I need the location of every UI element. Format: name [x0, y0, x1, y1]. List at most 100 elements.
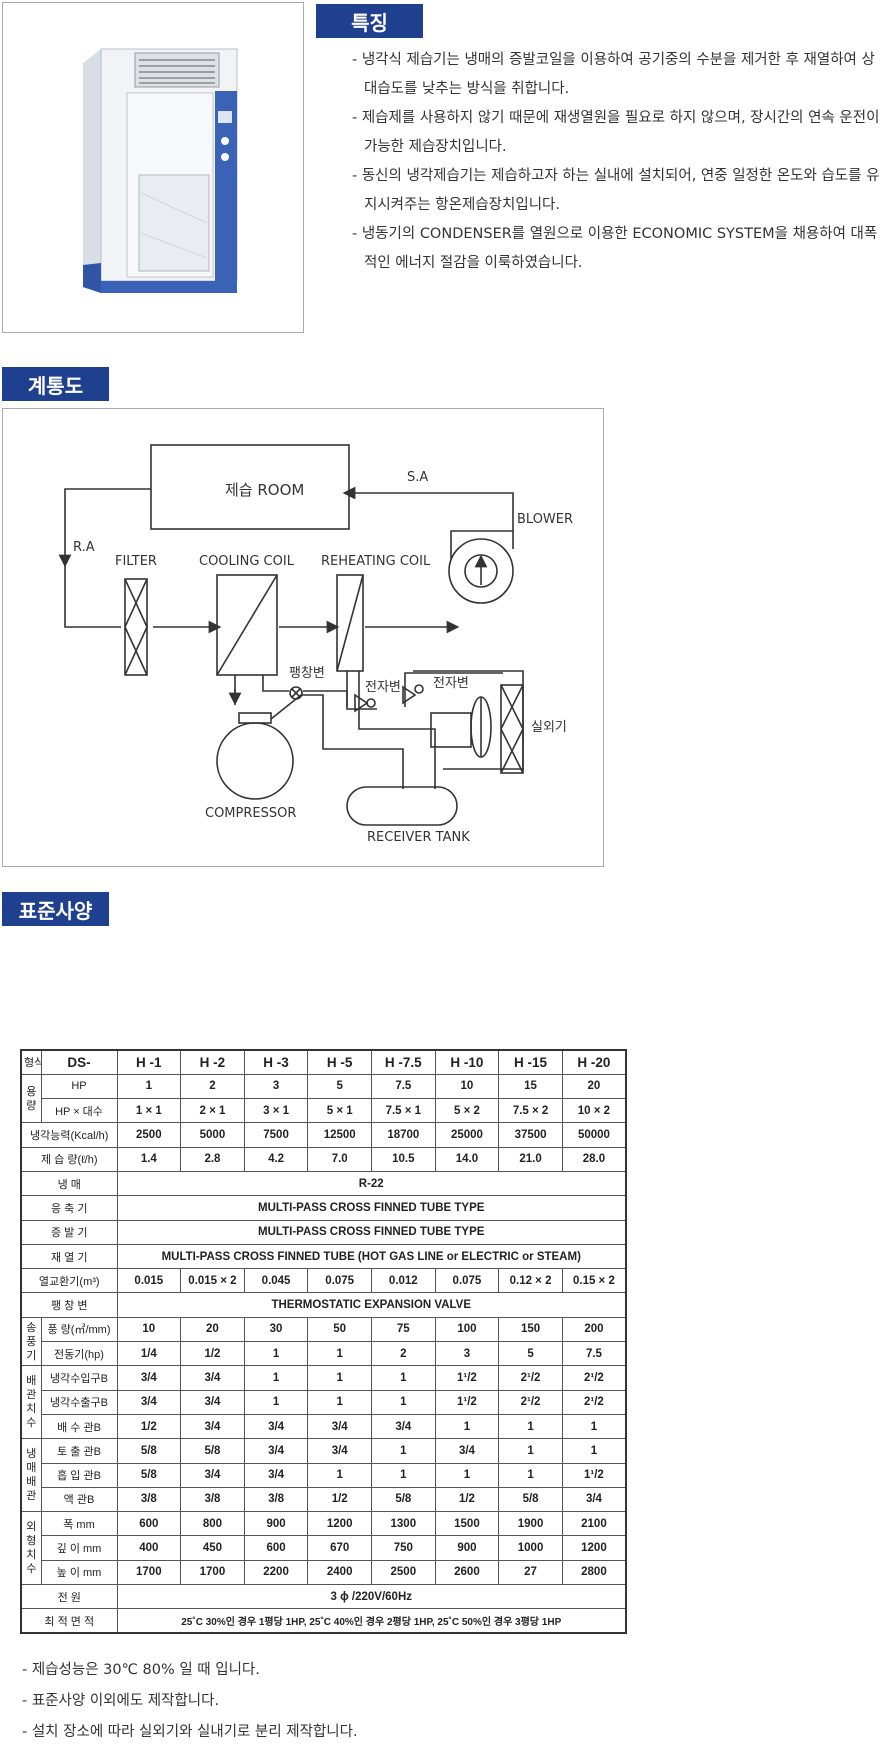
cell: 50000	[561, 1122, 627, 1148]
cell: 1	[307, 1462, 372, 1488]
table-row: 전 원 3 ϕ /220V/60Hz	[20, 1584, 627, 1610]
model-prefix: DS-	[40, 1049, 118, 1075]
cell: 3/4	[307, 1413, 372, 1440]
cell: 7.5 × 1	[371, 1098, 436, 1124]
cell: 25000	[434, 1122, 500, 1148]
cell: 3/4	[180, 1389, 245, 1415]
compressor-circle	[216, 722, 294, 800]
cell: 600	[116, 1511, 182, 1537]
cell: 2100	[561, 1511, 627, 1537]
cell: R-22	[116, 1170, 627, 1197]
cell: 7.5	[371, 1073, 436, 1100]
cell: 75	[371, 1316, 436, 1343]
cell: 3/4	[561, 1486, 627, 1513]
row-label: 냉 매	[20, 1170, 118, 1197]
type-label: 형식	[20, 1049, 42, 1075]
cell: 1 × 1	[116, 1098, 182, 1124]
note-item: 설치 장소에 따라 실외기와 실내기로 분리 제작합니다.	[22, 1717, 358, 1748]
model-col: H -3	[243, 1049, 309, 1075]
table-row: 냉 매 R-22	[20, 1170, 627, 1197]
row-label: 냉각수입구B	[40, 1365, 118, 1391]
feature-item: 동신의 냉각제습기는 제습하고자 하는 실내에 설치되어, 연중 일정한 온도와…	[352, 162, 882, 220]
cell: 37500	[498, 1122, 563, 1148]
cell: 1	[561, 1413, 627, 1440]
cell: 5 × 2	[434, 1098, 500, 1124]
label-receiver: RECEIVER TANK	[367, 830, 470, 845]
cell: 3/4	[116, 1389, 182, 1415]
row-label: 전동기(hp)	[40, 1341, 118, 1367]
row-label: 팽 창 변	[20, 1292, 118, 1318]
cell: 3/4	[180, 1462, 245, 1488]
cell: 1	[243, 1365, 309, 1391]
cell: 1	[307, 1341, 372, 1367]
cell: 900	[243, 1511, 309, 1537]
cell: 5/8	[498, 1486, 563, 1513]
label-solenoid-2: 전자변	[433, 676, 469, 691]
cell: 1/2	[180, 1341, 245, 1367]
group-refpipe: 냉 매 배 관	[20, 1438, 42, 1513]
cell: 27	[498, 1559, 563, 1586]
cell: 1	[561, 1438, 627, 1464]
cell: 3/4	[307, 1438, 372, 1464]
cell: 10.5	[371, 1146, 436, 1172]
row-label: 열교환기(m³)	[20, 1268, 118, 1294]
cell: 450	[180, 1535, 245, 1561]
cell: 1/2	[116, 1413, 182, 1440]
group-blower: 송 풍 기	[20, 1316, 42, 1367]
cell: 10	[434, 1073, 500, 1100]
cell: 1200	[307, 1511, 372, 1537]
cell: 0.045	[243, 1268, 309, 1294]
cell: 2400	[307, 1559, 372, 1586]
cell: 20	[180, 1316, 245, 1343]
row-label: 제 습 량(ℓ/h)	[20, 1146, 118, 1172]
diagram-heading: 계통도	[2, 367, 109, 401]
table-row: 증 발 기 MULTI-PASS CROSS FINNED TUBE TYPE	[20, 1219, 627, 1245]
cell: 1/2	[434, 1486, 500, 1513]
model-col: H -2	[180, 1049, 245, 1075]
cell: 3 ϕ /220V/60Hz	[116, 1584, 627, 1610]
cell: 1	[307, 1365, 372, 1391]
cell: 3/4	[116, 1365, 182, 1391]
row-label: HP × 대수	[40, 1098, 118, 1124]
cell: 1700	[180, 1559, 245, 1586]
cell: 1	[498, 1413, 563, 1440]
feature-item: 제습제를 사용하지 않기 때문에 재생열원을 필요로 하지 않으며, 장시간의 …	[352, 104, 882, 162]
model-col: H -1	[116, 1049, 182, 1075]
cell: 1000	[498, 1535, 563, 1561]
cell: 3/4	[371, 1413, 436, 1440]
cell: 200	[561, 1316, 627, 1343]
blower-circle	[448, 538, 514, 604]
cell: 1300	[371, 1511, 436, 1537]
cell: 0.15 × 2	[561, 1268, 627, 1294]
cell: 1.4	[116, 1146, 182, 1172]
feature-item: 냉동기의 CONDENSER를 열원으로 이용한 ECONOMIC SYSTEM…	[352, 220, 882, 278]
label-sa: S.A	[407, 470, 428, 485]
model-col: H -15	[498, 1049, 563, 1075]
cell: 3	[434, 1341, 500, 1367]
row-label: 배 수 관B	[40, 1413, 118, 1440]
row-label: 토 출 관B	[40, 1438, 118, 1464]
cell: 3	[243, 1073, 309, 1100]
cell: 3/4	[243, 1413, 309, 1440]
cell: 7500	[243, 1122, 309, 1148]
label-ra: R.A	[73, 540, 95, 555]
notes-list: 제습성능은 30℃ 80% 일 때 입니다. 표준사양 이외에도 제작합니다. …	[22, 1655, 358, 1748]
cell: THERMOSTATIC EXPANSION VALVE	[116, 1292, 627, 1318]
cell: 1	[371, 1438, 436, 1464]
row-label: 냉각수출구B	[40, 1389, 118, 1415]
cell: 1500	[434, 1511, 500, 1537]
group-pipe: 배 관 치 수	[20, 1365, 42, 1440]
cell: 20	[561, 1073, 627, 1100]
receiver-tank	[346, 786, 458, 826]
cell: 1700	[116, 1559, 182, 1586]
cell: 1	[243, 1389, 309, 1415]
table-row: 재 열 기 MULTI-PASS CROSS FINNED TUBE (HOT …	[20, 1243, 627, 1270]
cell: 2¹/2	[498, 1389, 563, 1415]
group-dims: 외 형 치 수	[20, 1511, 42, 1586]
group-capacity: 용 량	[20, 1073, 42, 1124]
cell: 1	[498, 1438, 563, 1464]
